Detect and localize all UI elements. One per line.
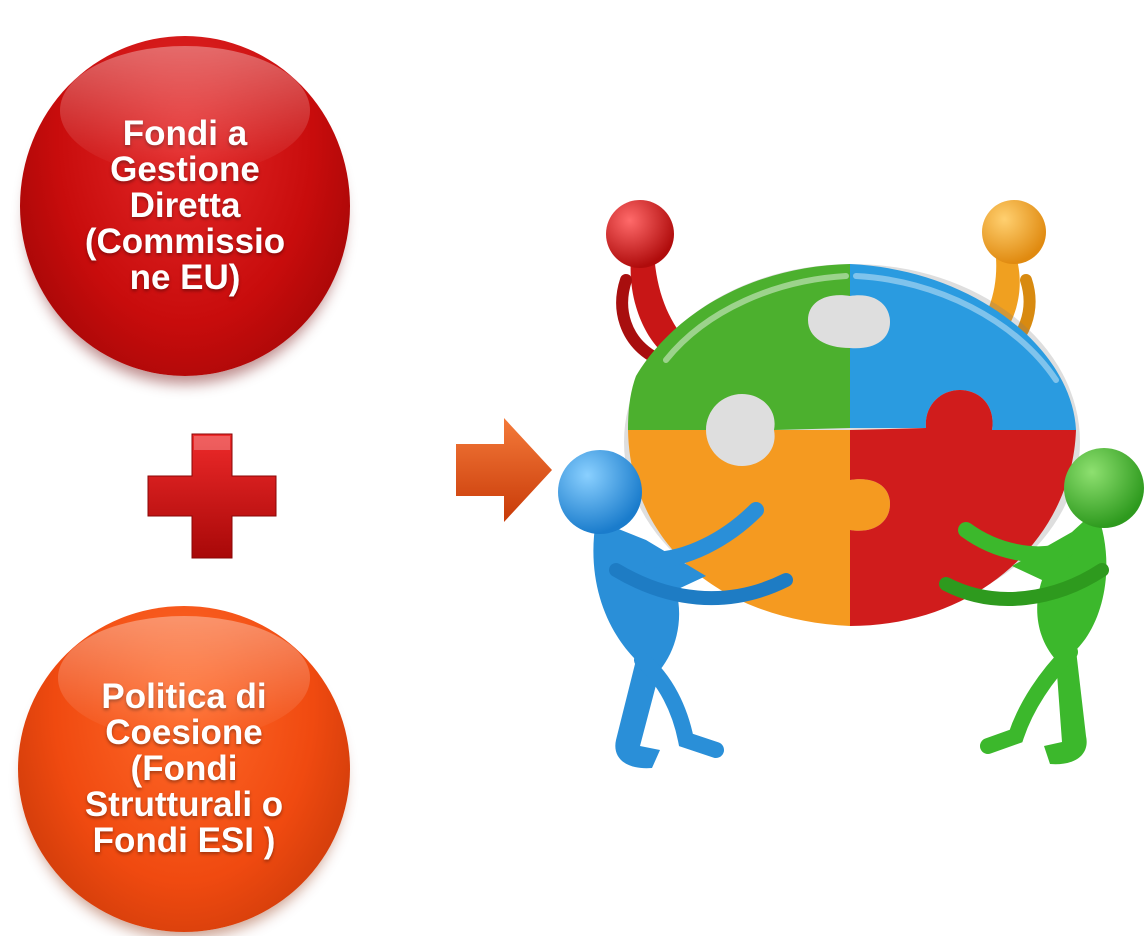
plus-icon: [147, 433, 277, 559]
blue-figure: [558, 450, 793, 769]
arrow-right-icon: [456, 418, 552, 522]
direct-funds-label: Fondi a Gestione Diretta (Commissio ne E…: [84, 114, 286, 297]
puzzle-disk: [628, 264, 1076, 626]
cohesion-policy-circle: Politica di Coesione (Fondi Strutturali …: [18, 606, 350, 932]
red-figure: [606, 200, 686, 362]
green-figure: [939, 448, 1144, 765]
puzzle-teamwork-icon: [558, 200, 1144, 769]
direct-funds-circle: Fondi a Gestione Diretta (Commissio ne E…: [20, 36, 350, 376]
cohesion-policy-label: Politica di Coesione (Fondi Strutturali …: [84, 677, 284, 860]
